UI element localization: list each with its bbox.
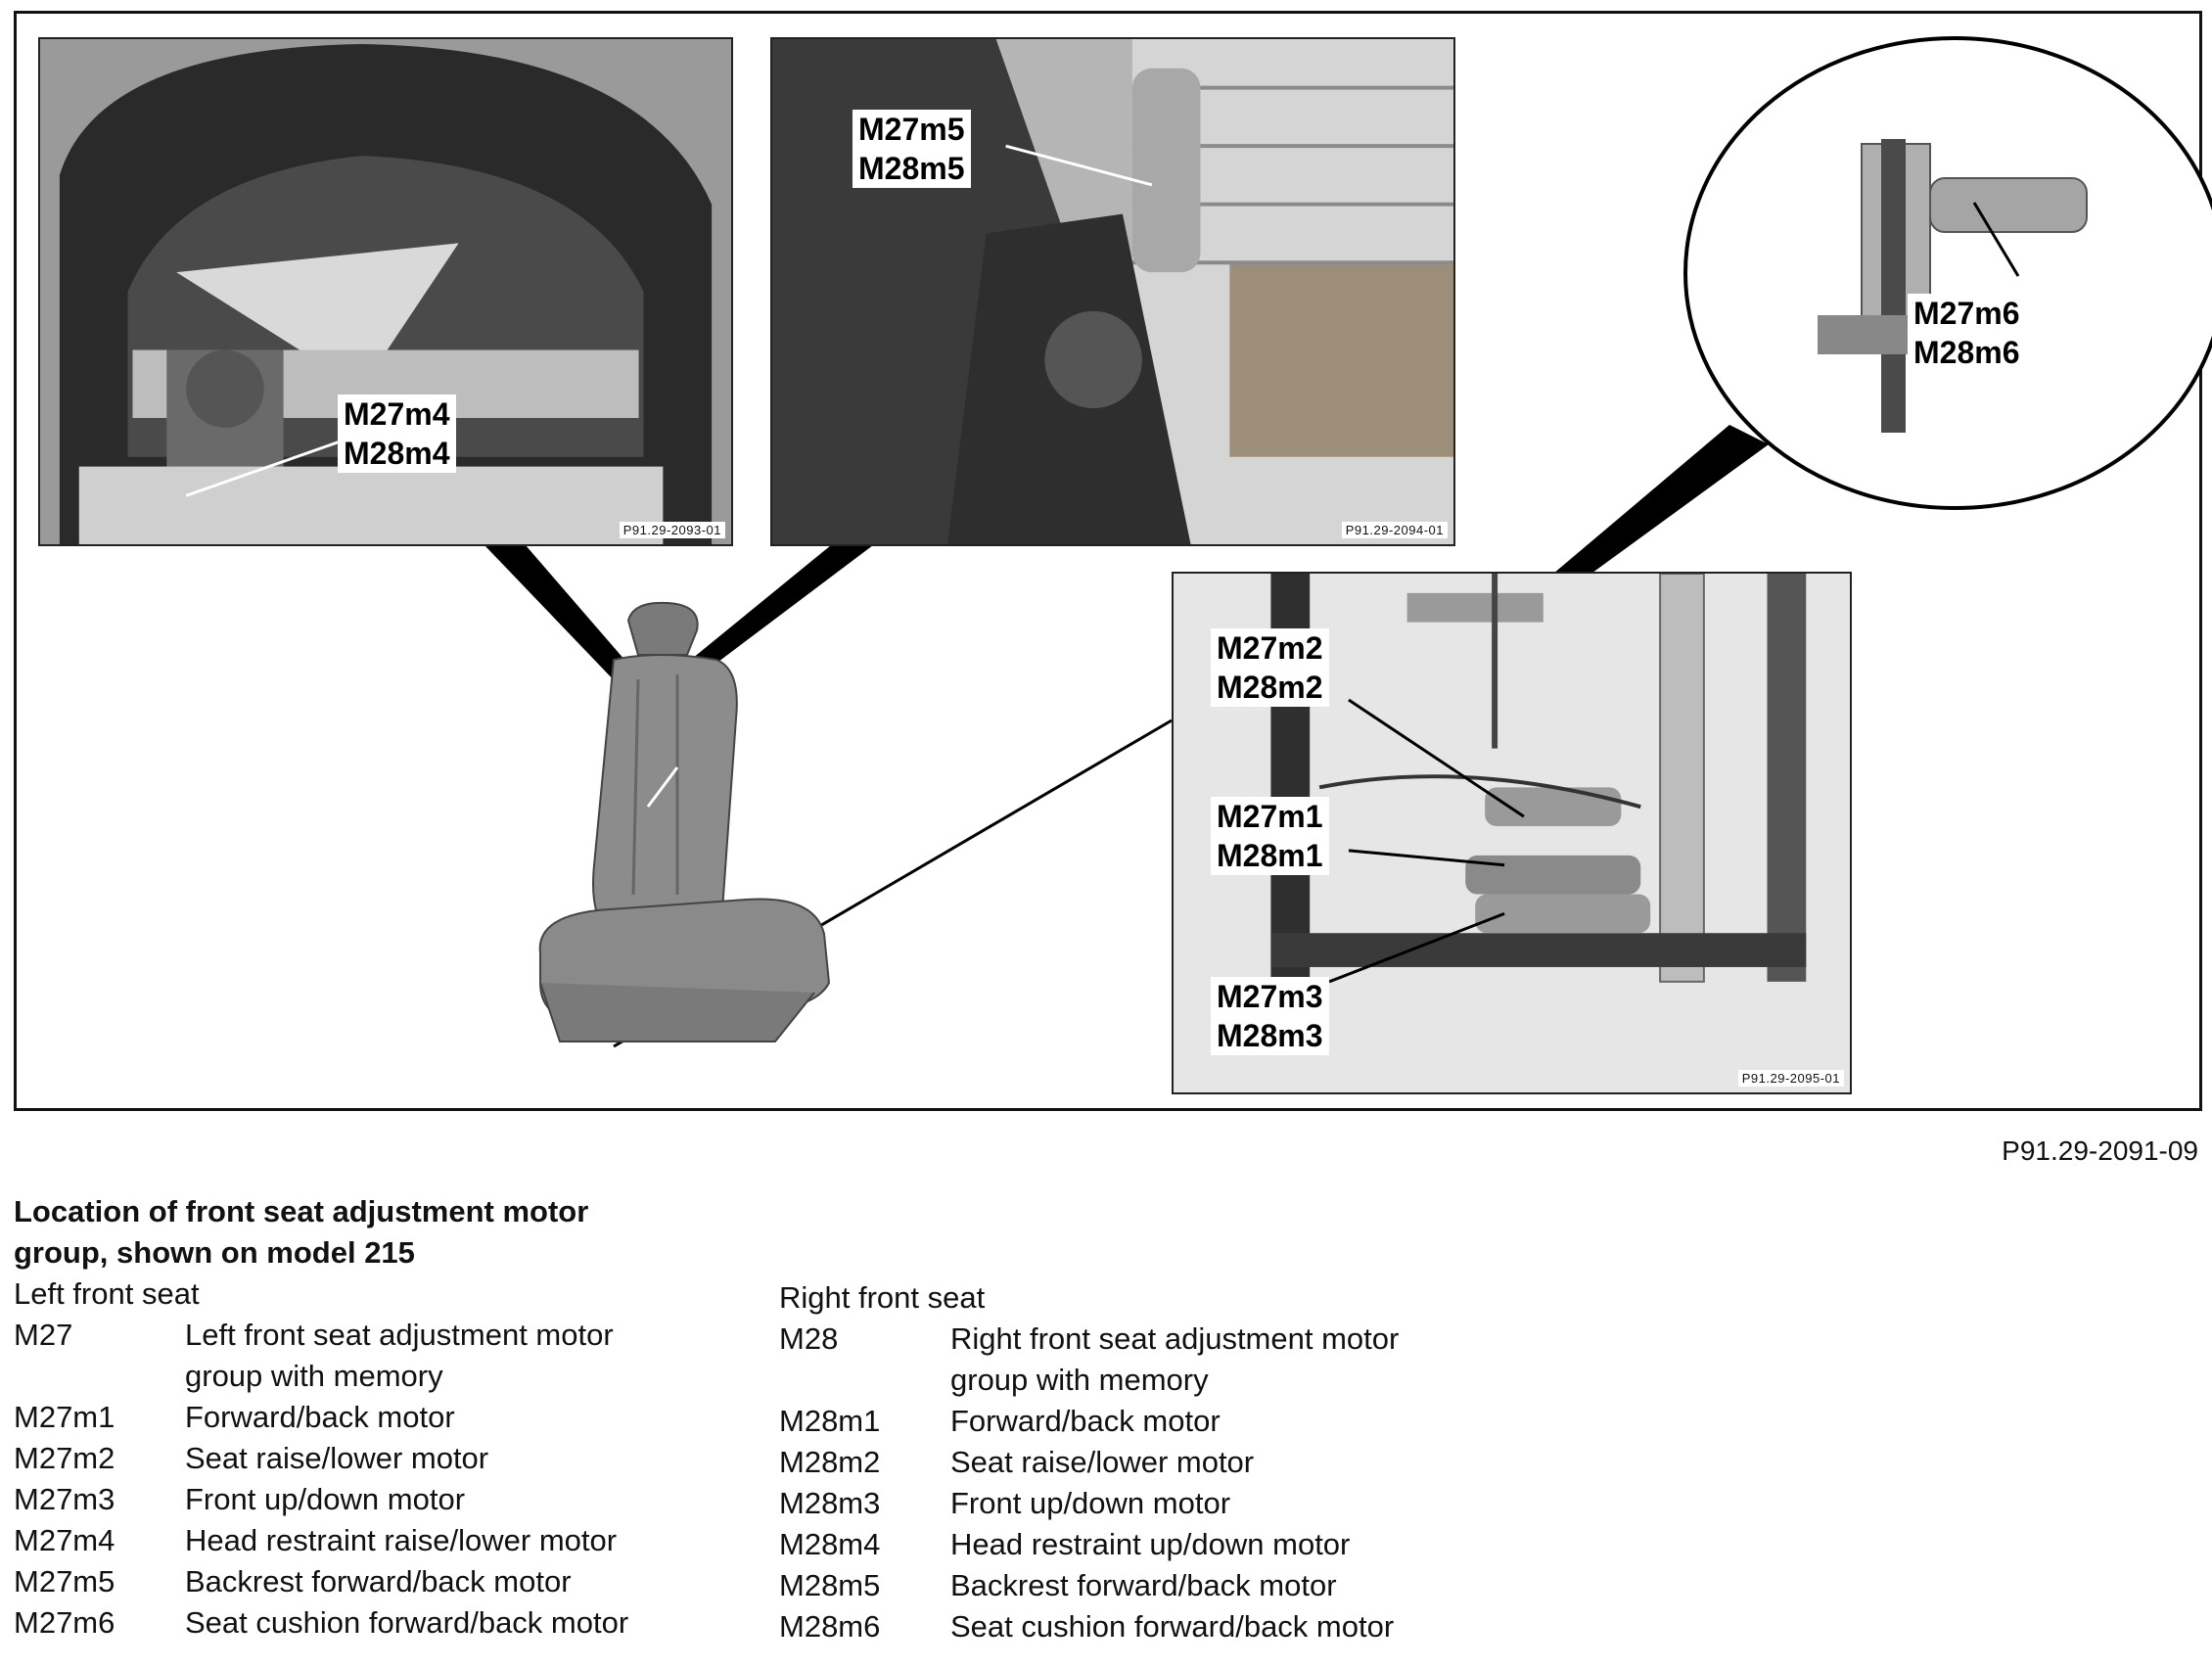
seat-illustration [538,601,831,1042]
photo-ref-2094: P91.29-2094-01 [1341,522,1448,538]
caption-line-2: group, shown on model 215 [14,1235,415,1270]
figure-caption: Location of front seat adjustment motor … [14,1191,699,1274]
caption-line-1: Location of front seat adjustment motor [14,1194,589,1228]
label-m28m4: M28m4 [344,436,450,471]
label-m27m3: M27m3 [1217,979,1323,1014]
label-m28m1: M28m1 [1217,838,1323,873]
label-m28m3: M28m3 [1217,1018,1323,1053]
label-m27m6-m28m6: M27m6 M28m6 [1908,294,2026,372]
left-seat-header: Left front seat [14,1276,200,1311]
label-m27m4-m28m4: M27m4 M28m4 [338,394,456,473]
label-m27m1: M27m1 [1217,799,1323,834]
label-m27m4: M27m4 [344,396,450,432]
detail-circle: M27m6 M28m6 [1671,31,2212,515]
label-m27m2-m28m2: M27m2 M28m2 [1211,628,1329,707]
label-m27m5: M27m5 [858,112,965,147]
photo-ref-2095: P91.29-2095-01 [1737,1070,1844,1087]
label-m27m5-m28m5: M27m5 M28m5 [853,110,971,188]
photo-ref-2093: P91.29-2093-01 [619,522,725,538]
photo-head-restraint: M27m4 M28m4 P91.29-2093-01 [38,37,733,546]
label-m27m2: M27m2 [1217,630,1323,666]
photo-seat-base: M27m2 M28m2 M27m1 M28m1 M27m3 M28m3 P91.… [1172,572,1852,1094]
figure-frame: M27m4 M28m4 P91.29-2093-01 M27m5 M28m5 P… [14,11,2212,1111]
photo-backrest: M27m5 M28m5 P91.29-2094-01 [770,37,1455,546]
figure-reference: P91.29-2091-09 [2002,1135,2198,1166]
label-m27m3-m28m3: M27m3 M28m3 [1211,977,1329,1055]
label-m28m6: M28m6 [1913,335,2020,370]
label-m28m5: M28m5 [858,151,965,186]
label-m27m1-m28m1: M27m1 M28m1 [1211,797,1329,875]
label-m27m6: M27m6 [1913,296,2020,331]
label-m28m2: M28m2 [1217,670,1323,705]
right-seat-header: Right front seat [779,1280,986,1315]
